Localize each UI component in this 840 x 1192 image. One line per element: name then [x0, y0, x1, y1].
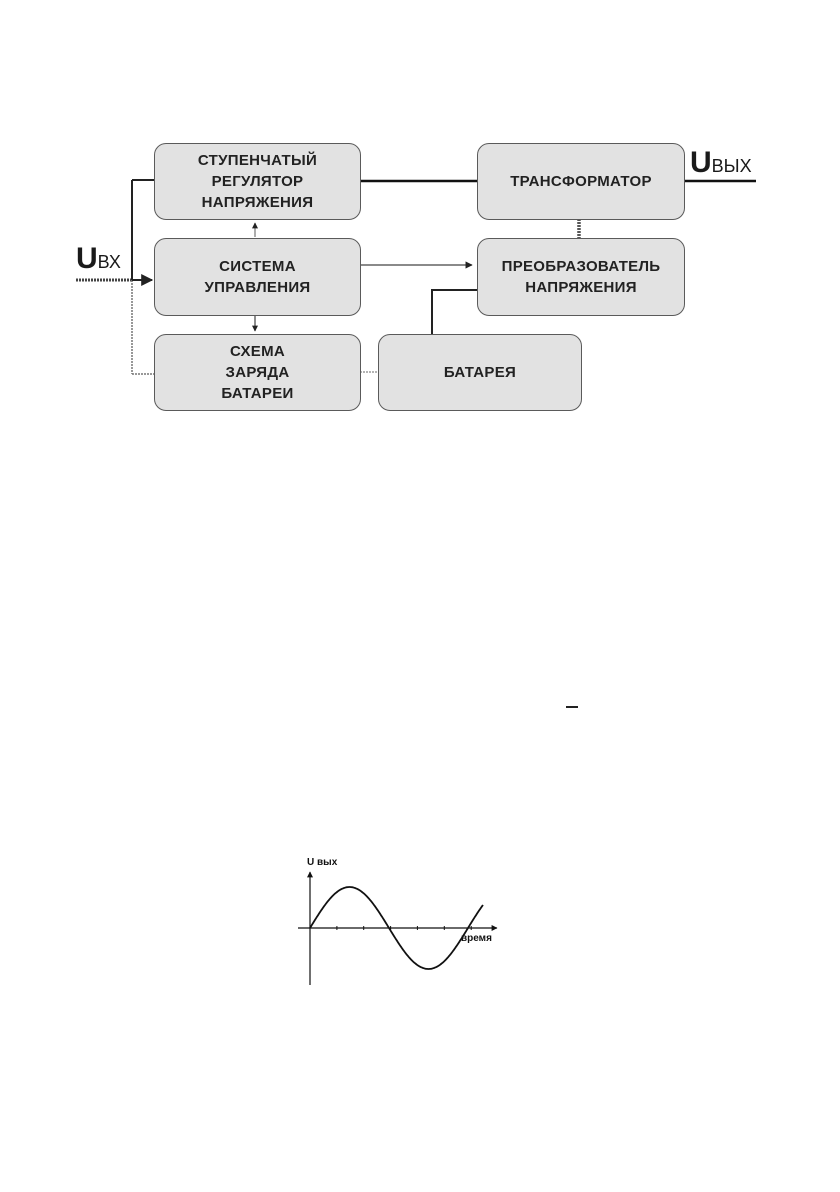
x-axis-label: время [461, 933, 492, 944]
y-axis-label: U вых [307, 857, 338, 868]
output-voltage-subscript: ВЫХ [711, 156, 752, 176]
input-voltage-symbol: U [76, 242, 98, 275]
charging-circuit-block: СХЕМА ЗАРЯДА БАТАРЕИ [154, 334, 361, 411]
input-voltage-label: UВХ [76, 244, 121, 274]
voltage-converter-block: ПРЕОБРАЗОВАТЕЛЬ НАПРЯЖЕНИЯ [477, 238, 685, 316]
output-waveform-graph: U вых время [298, 857, 498, 985]
sine-curve [309, 886, 484, 970]
battery-to-converter-wire [431, 289, 477, 334]
control-system-block: СИСТЕМА УПРАВЛЕНИЯ [154, 238, 361, 316]
transformer-block: ТРАНСФОРМАТОР [477, 143, 685, 220]
stepped-regulator-block: СТУПЕНЧАТЫЙ РЕГУЛЯТОР НАПРЯЖЕНИЯ [154, 143, 361, 220]
battery-block: БАТАРЕЯ [378, 334, 582, 411]
input-voltage-subscript: ВХ [97, 252, 121, 272]
output-voltage-symbol: U [690, 146, 712, 179]
output-voltage-label: UВЫХ [690, 148, 752, 178]
stray-mark [566, 706, 578, 708]
